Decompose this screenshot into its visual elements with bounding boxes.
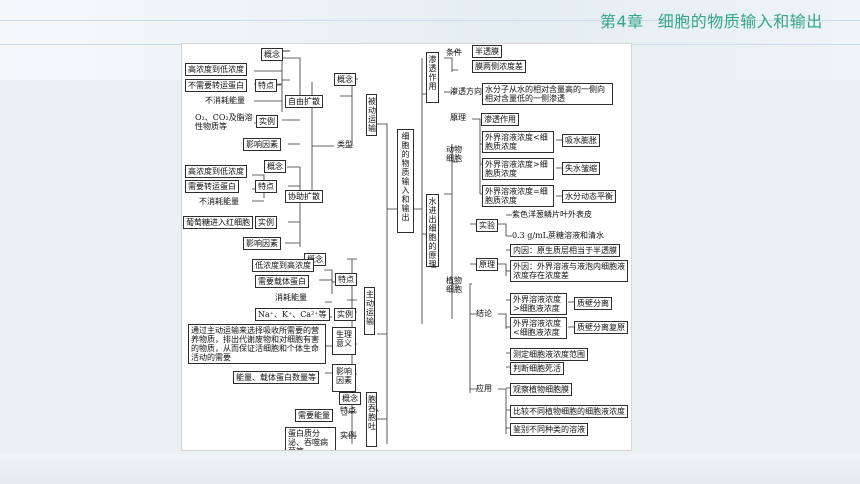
concept-label: 概念 bbox=[264, 160, 286, 173]
example-label: 实例 bbox=[255, 216, 277, 229]
animal-case-1: 外界溶液浓度<细胞质浓度 bbox=[482, 131, 554, 153]
free-diffusion-node: 自由扩散 bbox=[285, 95, 323, 108]
example-label: 实例 bbox=[340, 431, 356, 440]
endo-exo-node: 胞吞、胞吐 bbox=[366, 392, 384, 447]
example-label: 实例 bbox=[334, 308, 356, 321]
root-node: 细胞的物质输入和输出 bbox=[397, 129, 414, 233]
free-feature-2: 不需要转运蛋白 bbox=[185, 79, 247, 92]
principle-text: 渗透作用 bbox=[481, 113, 519, 126]
animal-case-2: 外界溶液浓度>细胞质浓度 bbox=[482, 158, 554, 180]
chapter-title: 细胞的物质输入和输出 bbox=[657, 12, 823, 31]
application-5: 鉴别不同种类的溶液 bbox=[510, 423, 588, 436]
feature-label: 特点 bbox=[340, 406, 356, 415]
active-transport-node: 主动运输 bbox=[364, 287, 375, 335]
header-stripe bbox=[0, 20, 860, 21]
feature-label: 特点 bbox=[255, 79, 277, 92]
osmosis-condition-1: 半透膜 bbox=[472, 45, 502, 58]
animal-cell-label: 动物细胞 bbox=[446, 145, 462, 163]
conclusion-label: 结论 bbox=[476, 309, 492, 318]
active-feature-1: 低浓度到高浓度 bbox=[252, 259, 314, 272]
free-feature-3: 不消耗能量 bbox=[205, 96, 245, 105]
chapter-heading: 第4章细胞的物质输入和输出 bbox=[600, 8, 823, 32]
plant-principle-label: 原理 bbox=[476, 258, 498, 271]
facilitated-diffusion-node: 协助扩散 bbox=[285, 190, 323, 203]
active-factor-text: 能量、载体蛋白数量等 bbox=[233, 371, 319, 384]
free-feature-1: 高浓度到低浓度 bbox=[185, 63, 247, 76]
animal-result-1: 吸水膨胀 bbox=[562, 134, 600, 147]
active-meaning-text: 通过主动运输来选择吸收所需要的营养物质，排出代谢废物和对细胞有害的物质，从而保证… bbox=[188, 324, 326, 364]
footer-band bbox=[0, 454, 860, 484]
concept-label: 概念 bbox=[261, 48, 283, 61]
type-label: 类型 bbox=[337, 140, 353, 149]
application-label: 应用 bbox=[476, 384, 492, 393]
passive-concept-label: 概念 bbox=[334, 73, 356, 86]
conclusion-result-2: 质壁分离复原 bbox=[574, 321, 628, 334]
osmosis-node: 渗透作用 bbox=[426, 52, 439, 103]
plant-principle-1: 内因：原生质层相当于半透膜 bbox=[510, 244, 620, 257]
conclusion-case-2: 外界溶液浓度<细胞液浓度 bbox=[510, 317, 567, 339]
active-example-text: Na⁺、K⁺、Ca²⁺等 bbox=[255, 308, 330, 321]
animal-result-3: 水分动态平衡 bbox=[562, 190, 616, 203]
feature-label: 特点 bbox=[335, 273, 357, 286]
active-feature-2: 需要载体蛋白 bbox=[255, 275, 309, 288]
condition-label: 条件 bbox=[446, 48, 462, 57]
principle-label: 原理 bbox=[450, 113, 466, 122]
conclusion-case-1: 外界溶液浓度>细胞液浓度 bbox=[510, 293, 567, 315]
application-3: 观察植物细胞膜 bbox=[510, 383, 572, 396]
feature-label: 特点 bbox=[255, 180, 277, 193]
direction-label: 渗透方向 bbox=[450, 87, 482, 96]
chapter-number: 第4章 bbox=[600, 12, 644, 31]
fac-example-text: 葡萄糖进入红细胞 bbox=[183, 216, 253, 229]
experiment-label: 实验 bbox=[476, 219, 498, 232]
osmosis-condition-2: 膜两侧浓度差 bbox=[472, 60, 526, 73]
water-principle-node: 水进出细胞的原理 bbox=[426, 194, 439, 269]
endo-feature-text: 需要能量 bbox=[295, 409, 333, 422]
conclusion-result-1: 质壁分离 bbox=[574, 297, 612, 310]
factor-label: 影响因素 bbox=[243, 138, 281, 151]
concept-label: 概念 bbox=[339, 392, 361, 405]
animal-case-3: 外界溶液浓度=细胞质浓度 bbox=[482, 185, 554, 207]
plant-principle-2: 外因：外界溶液与液泡内细胞液浓度存在浓度差 bbox=[510, 260, 628, 282]
experiment-item-1: 紫色洋葱鳞片叶外表皮 bbox=[512, 210, 592, 219]
fac-feature-1: 高浓度到低浓度 bbox=[185, 165, 247, 178]
free-example-text: O₂、CO₂及脂溶性物质等 bbox=[195, 113, 253, 131]
meaning-label: 生理意义 bbox=[332, 327, 356, 355]
experiment-item-2: 0.3 g/mL蔗糖溶液和清水 bbox=[512, 231, 604, 240]
osmosis-direction-text: 水分子从水的相对含量高的一侧向相对含量低的一侧渗透 bbox=[482, 83, 613, 105]
application-1: 测定细胞液浓度范围 bbox=[510, 348, 588, 361]
application-4: 比较不同植物细胞的细胞液浓度 bbox=[510, 405, 628, 418]
application-2: 判断细胞死活 bbox=[510, 362, 564, 375]
fac-feature-2: 需要转运蛋白 bbox=[185, 180, 239, 193]
passive-transport-node: 被动运输 bbox=[366, 94, 377, 136]
concept-map: 概念 高浓度到低浓度 不需要转运蛋白 不消耗能量 特点 自由扩散 O₂、CO₂及… bbox=[181, 43, 632, 451]
endo-example-text: 蛋白质分泌、吞噬病菌等 bbox=[285, 427, 336, 450]
animal-result-2: 失水皱缩 bbox=[562, 162, 600, 175]
active-feature-3: 消耗能量 bbox=[275, 293, 307, 302]
factor-label: 影响因素 bbox=[332, 364, 356, 392]
example-label: 实例 bbox=[256, 115, 278, 128]
fac-feature-3: 不消耗能量 bbox=[199, 197, 239, 206]
factor-label: 影响因素 bbox=[243, 237, 281, 250]
plant-cell-label: 植物细胞 bbox=[446, 276, 462, 294]
